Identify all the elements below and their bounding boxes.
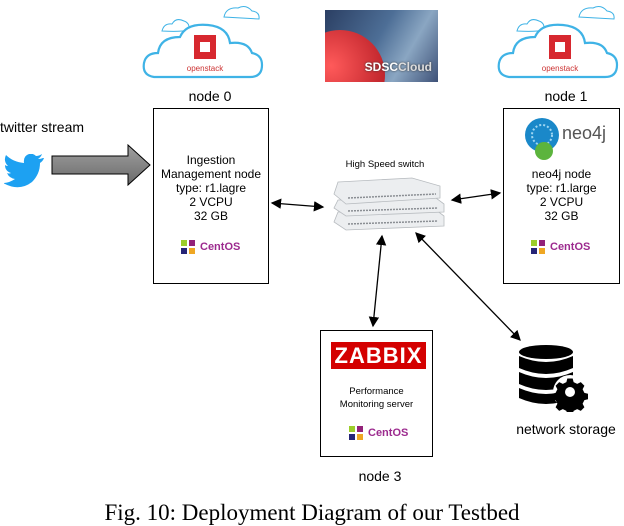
svg-text:openstack: openstack bbox=[187, 64, 224, 73]
svg-text:openstack: openstack bbox=[542, 64, 579, 73]
twitter-stream-label: twitter stream bbox=[0, 119, 85, 135]
arrow-switch-storage bbox=[415, 232, 521, 341]
node0-line: 2 VCPU bbox=[189, 195, 233, 209]
figure-caption: Fig. 10: Deployment Diagram of our Testb… bbox=[104, 500, 520, 525]
node3-line: Performance bbox=[349, 386, 404, 397]
node1-label: node 1 bbox=[544, 88, 588, 104]
neo4j-logo-icon bbox=[525, 118, 559, 160]
node3-label: node 3 bbox=[358, 468, 402, 484]
node3-box: ZABBIX Performance Monitoring server Cen… bbox=[320, 330, 433, 457]
node1-line: type: r1.large bbox=[526, 181, 597, 195]
node1-box: neo4j neo4j node type: r1.large 2 VCPU 3… bbox=[503, 108, 620, 284]
openstack-cloud-icon: openstack bbox=[497, 6, 619, 79]
node0-line: type: r1.lagre bbox=[175, 181, 247, 195]
sdsc-cloud-logo: SDSCCloud bbox=[325, 10, 438, 82]
arrow-switch-node3 bbox=[368, 234, 387, 328]
neo4j-logo-text: neo4j bbox=[562, 123, 607, 143]
node0-box: Ingestion Management node type: r1.lagre… bbox=[153, 108, 269, 284]
node1-line: neo4j node bbox=[531, 167, 592, 181]
node0-line: Ingestion bbox=[186, 153, 236, 167]
node0-line: Management node bbox=[160, 167, 262, 181]
switch-label: High Speed switch bbox=[345, 159, 425, 170]
twitter-bird-icon bbox=[4, 154, 44, 188]
node3-line: Monitoring server bbox=[339, 399, 414, 410]
cloud-text: Cloud bbox=[398, 60, 432, 74]
database-gear-icon bbox=[519, 345, 589, 412]
centos-logo: CentOS bbox=[179, 238, 240, 256]
node0-label: node 0 bbox=[188, 88, 232, 104]
openstack-cloud-icon: openstack bbox=[142, 6, 264, 79]
sdsc-text: SDSC bbox=[364, 60, 398, 74]
node1-line: 2 VCPU bbox=[539, 195, 584, 209]
centos-logo: CentOS bbox=[529, 238, 590, 256]
twitter-stream-arrow bbox=[51, 143, 151, 187]
zabbix-logo: ZABBIX bbox=[331, 342, 426, 369]
arrow-switch-node1 bbox=[450, 189, 502, 204]
node1-line: 32 GB bbox=[544, 209, 579, 223]
node0-line: 32 GB bbox=[193, 209, 229, 223]
network-switch-icon bbox=[333, 177, 445, 231]
storage-label: network storage bbox=[516, 421, 616, 437]
arrow-node0-switch bbox=[270, 198, 325, 212]
centos-logo: CentOS bbox=[347, 424, 408, 442]
